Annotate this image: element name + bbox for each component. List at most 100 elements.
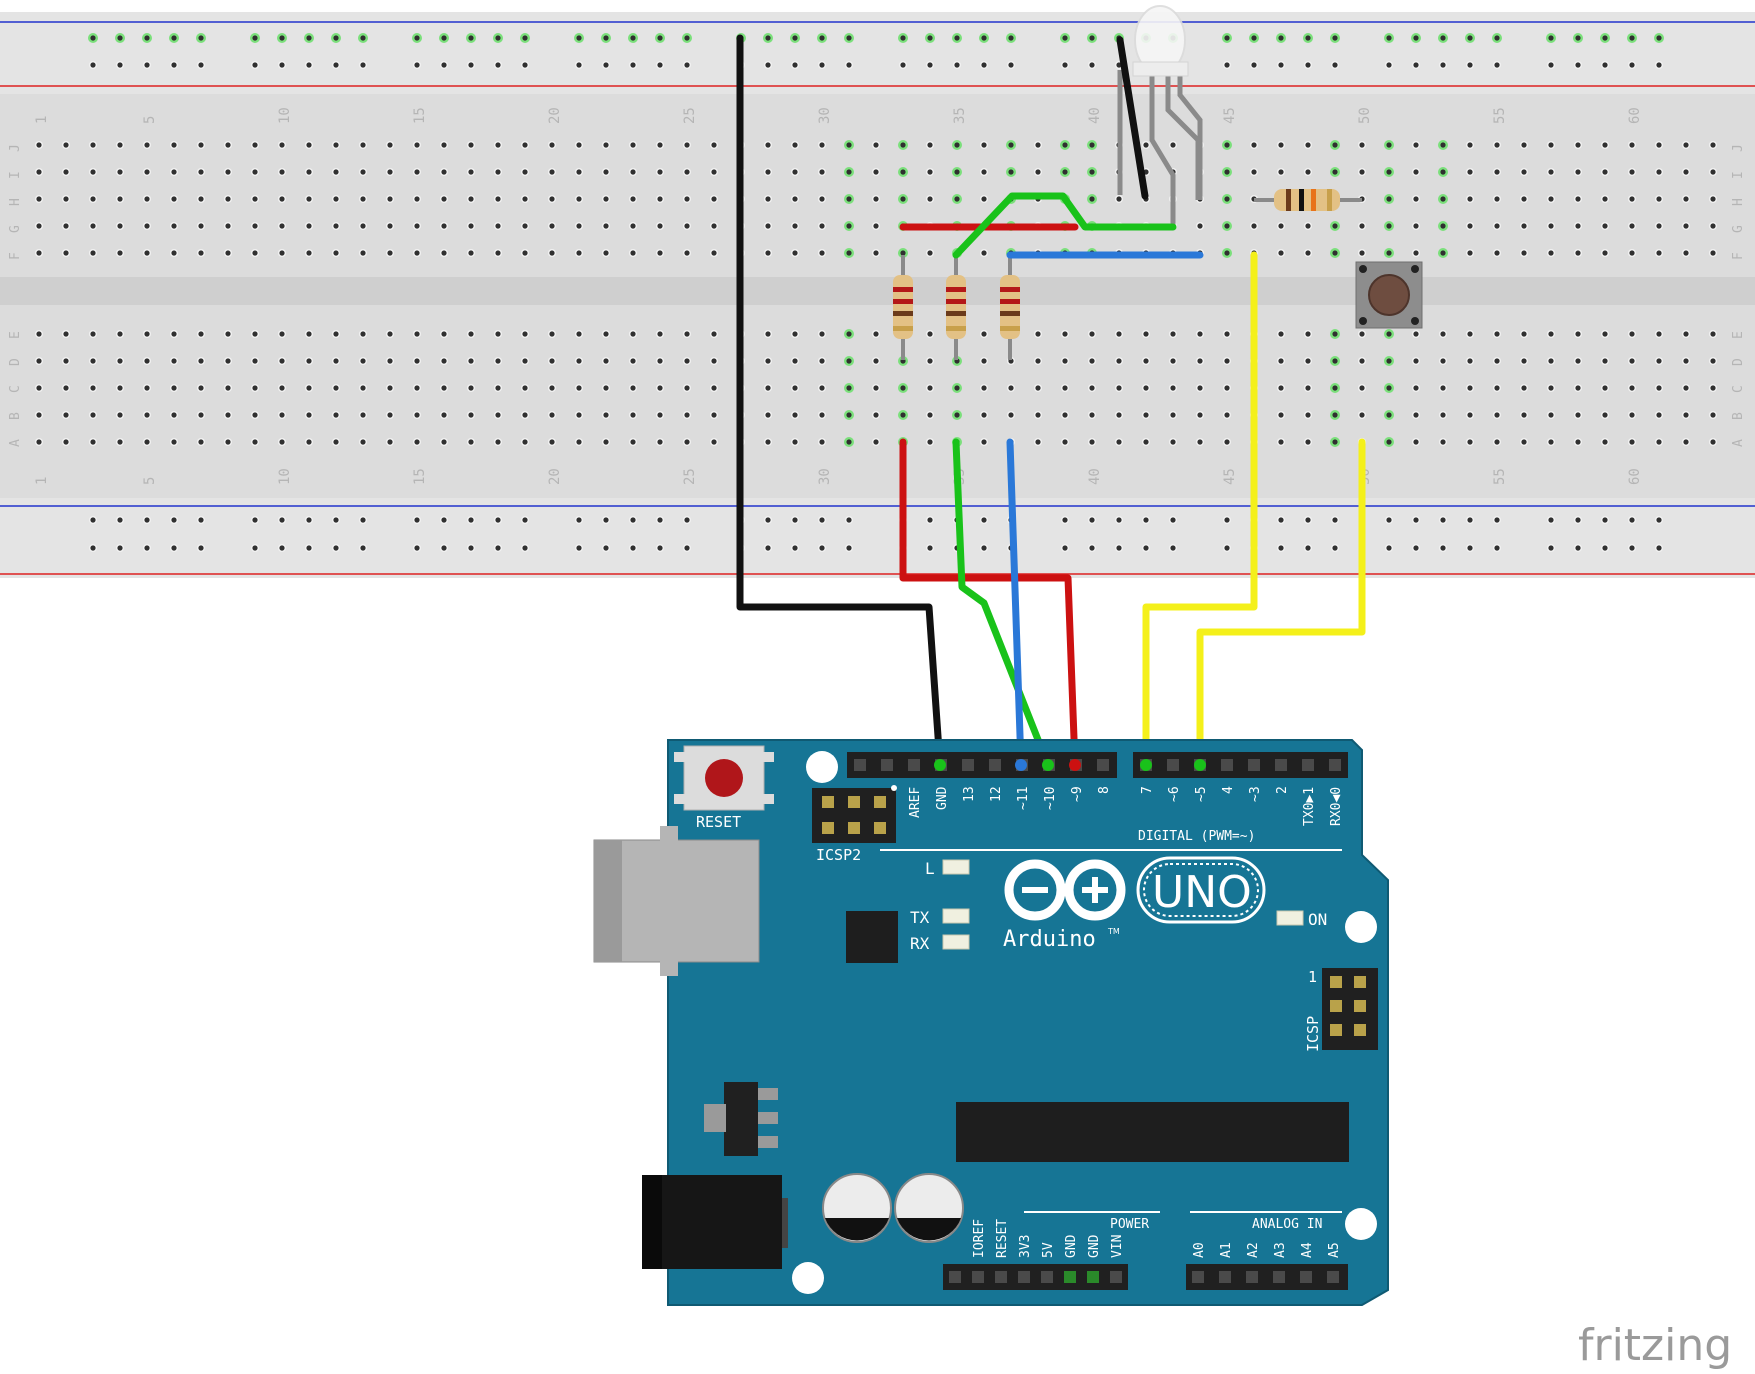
- header-pin[interactable]: [1248, 759, 1260, 771]
- row-letter: F: [1731, 252, 1746, 260]
- breadboard-hole-center: [1548, 358, 1554, 364]
- icsp2-pin[interactable]: [874, 796, 886, 808]
- header-pin[interactable]: [1221, 759, 1233, 771]
- rail-hole-center: [819, 517, 825, 523]
- wire-black-led-cathode[interactable]: [1116, 36, 1149, 200]
- header-pin[interactable]: [1302, 759, 1314, 771]
- breadboard-hole-center: [1170, 358, 1176, 364]
- wire-yellow-to-pin7[interactable]: [1142, 251, 1258, 769]
- icsp2-pin[interactable]: [848, 796, 860, 808]
- rgb-led[interactable]: [1117, 5, 1203, 228]
- wire-red-to-pin9[interactable]: [899, 438, 1079, 769]
- breadboard-hole-center: [846, 169, 852, 175]
- header-pin[interactable]: [1246, 1271, 1258, 1283]
- header-pin[interactable]: [1275, 759, 1287, 771]
- col-num: 1: [34, 477, 50, 485]
- header-pin[interactable]: [1097, 759, 1109, 771]
- breadboard-hole-center: [765, 142, 771, 148]
- rail-hole-center: [1656, 62, 1662, 68]
- header-pin[interactable]: [1018, 1271, 1030, 1283]
- icsp-pin[interactable]: [1330, 976, 1342, 988]
- rail-hole-center: [495, 35, 501, 41]
- breadboard-hole-center: [414, 358, 420, 364]
- icsp-pin[interactable]: [1354, 1000, 1366, 1012]
- breadboard-hole-center: [198, 250, 204, 256]
- wire-black-ground[interactable]: [736, 34, 944, 769]
- breadboard-hole-center: [576, 223, 582, 229]
- breadboard-hole-center: [1143, 385, 1149, 391]
- header-pin[interactable]: [995, 1271, 1007, 1283]
- header-pin[interactable]: [1273, 1271, 1285, 1283]
- usb-connector[interactable]: [593, 826, 760, 976]
- breadboard-hole-center: [819, 223, 825, 229]
- rail-hole-center: [1413, 62, 1419, 68]
- pulldown-resistor[interactable]: [1254, 189, 1362, 211]
- wire-yellow-to-pin5[interactable]: [1196, 438, 1366, 769]
- breadboard-hole-center: [117, 169, 123, 175]
- usb-shell-edge: [594, 840, 622, 962]
- rail-hole-center: [252, 62, 258, 68]
- breadboard-hole-center: [1683, 412, 1689, 418]
- breadboard-hole-center: [90, 412, 96, 418]
- header-pin[interactable]: [854, 759, 866, 771]
- breadboard-hole-center: [846, 223, 852, 229]
- icsp2-pin[interactable]: [848, 822, 860, 834]
- rail-hole-center: [171, 517, 177, 523]
- breadboard-hole-center: [1683, 196, 1689, 202]
- breadboard-hole-center: [711, 358, 717, 364]
- wire-end: [1069, 759, 1081, 771]
- header-pin[interactable]: [1192, 1271, 1204, 1283]
- breadboard-hole-center: [684, 385, 690, 391]
- pushbutton[interactable]: [1355, 261, 1423, 329]
- header-pin[interactable]: [949, 1271, 961, 1283]
- breadboard-hole-center: [549, 223, 555, 229]
- header-pin[interactable]: [972, 1271, 984, 1283]
- header-pin[interactable]: [1329, 759, 1341, 771]
- header-pin[interactable]: [1064, 1271, 1076, 1283]
- header-pin[interactable]: [1300, 1271, 1312, 1283]
- breadboard-hole-center: [144, 385, 150, 391]
- breadboard-hole-center: [1656, 169, 1662, 175]
- resistor-3[interactable]: [1000, 255, 1020, 360]
- header-pin[interactable]: [989, 759, 1001, 771]
- resistor-1[interactable]: [893, 255, 913, 360]
- breadboard-hole-center: [603, 169, 609, 175]
- icsp2-pin[interactable]: [822, 796, 834, 808]
- icsp-pin[interactable]: [1330, 1024, 1342, 1036]
- breadboard-hole-center: [873, 412, 879, 418]
- header-pin[interactable]: [962, 759, 974, 771]
- breadboard-hole-center: [927, 412, 933, 418]
- rail-hole-center: [306, 545, 312, 551]
- header-pin[interactable]: [1041, 1271, 1053, 1283]
- header-pin[interactable]: [1087, 1271, 1099, 1283]
- header-pin[interactable]: [1110, 1271, 1122, 1283]
- breadboard-hole-center: [792, 169, 798, 175]
- header-pin[interactable]: [1327, 1271, 1339, 1283]
- rail-hole-center: [360, 545, 366, 551]
- rail-hole-center: [117, 545, 123, 551]
- breadboard-hole-center: [117, 358, 123, 364]
- analog-label: ANALOG IN: [1252, 1217, 1322, 1232]
- breadboard-hole-center: [1575, 331, 1581, 337]
- header-pin[interactable]: [1167, 759, 1179, 771]
- header-pin[interactable]: [1219, 1271, 1231, 1283]
- icsp-pin[interactable]: [1354, 976, 1366, 988]
- header-pin[interactable]: [881, 759, 893, 771]
- icsp-pin[interactable]: [1330, 1000, 1342, 1012]
- breadboard-hole-center: [1413, 331, 1419, 337]
- header-pin[interactable]: [908, 759, 920, 771]
- icsp2-pin[interactable]: [822, 822, 834, 834]
- rail-hole-center: [1494, 35, 1500, 41]
- icsp-pin[interactable]: [1354, 1024, 1366, 1036]
- breadboard-hole-center: [1089, 142, 1095, 148]
- wire-green-breadboard[interactable]: [952, 192, 1177, 259]
- dc-power-jack[interactable]: [642, 1175, 788, 1269]
- wire-blue-to-pin11[interactable]: [1006, 438, 1025, 769]
- breadboard-hole-center: [711, 250, 717, 256]
- icsp2-pin[interactable]: [874, 822, 886, 834]
- breadboard-hole-center: [1494, 169, 1500, 175]
- resistor-2[interactable]: [946, 255, 966, 360]
- breadboard-hole-center: [1143, 331, 1149, 337]
- power-label: POWER: [1110, 1217, 1149, 1232]
- reset-button[interactable]: [674, 745, 774, 811]
